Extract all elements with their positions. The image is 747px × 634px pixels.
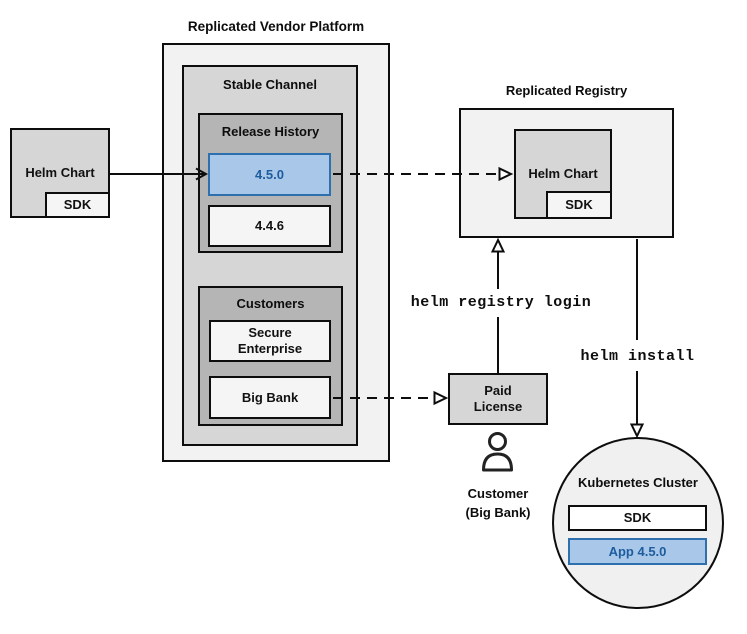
customer-secure-enterprise: Secure Enterprise <box>209 320 331 362</box>
source-sdk-box: SDK <box>45 192 110 218</box>
registry-sdk-label: SDK <box>565 197 593 212</box>
customers-title: Customers <box>236 296 305 311</box>
source-sdk-label: SDK <box>63 197 92 212</box>
cluster-app-label: App 4.5.0 <box>608 543 667 559</box>
registry-sdk-box: SDK <box>546 191 612 219</box>
kubernetes-cluster-title: Kubernetes Cluster <box>578 475 698 490</box>
customer-caption: Customer (Big Bank) <box>465 486 531 520</box>
cluster-sdk-box: SDK <box>568 505 707 531</box>
arrow-registry-to-cluster <box>629 239 645 439</box>
release-version-label: 4.4.6 <box>255 218 284 233</box>
release-item-450: 4.5.0 <box>208 153 331 196</box>
paid-license-box: Paid License <box>448 373 548 425</box>
registry-helm-chart-label: Helm Chart <box>528 166 598 181</box>
customer-name-label: Secure Enterprise <box>237 325 303 356</box>
paid-license-label: Paid License <box>473 383 523 414</box>
release-history-title: Release History <box>221 124 320 139</box>
cmd-helm-registry-login: helm registry login <box>410 294 592 311</box>
person-icon <box>482 432 513 472</box>
stable-channel-title: Stable Channel <box>223 77 317 92</box>
customer-big-bank: Big Bank <box>209 376 331 419</box>
source-helm-chart-label: Helm Chart <box>25 165 95 180</box>
cluster-sdk-label: SDK <box>623 510 652 525</box>
cmd-helm-install: helm install <box>580 348 695 365</box>
release-version-label: 4.5.0 <box>255 166 284 182</box>
vendor-platform-title: Replicated Vendor Platform <box>187 19 365 34</box>
registry-title: Replicated Registry <box>505 83 628 98</box>
release-item-446: 4.4.6 <box>208 205 331 247</box>
cluster-app-box: App 4.5.0 <box>568 538 707 565</box>
customer-name-label: Big Bank <box>241 389 299 405</box>
